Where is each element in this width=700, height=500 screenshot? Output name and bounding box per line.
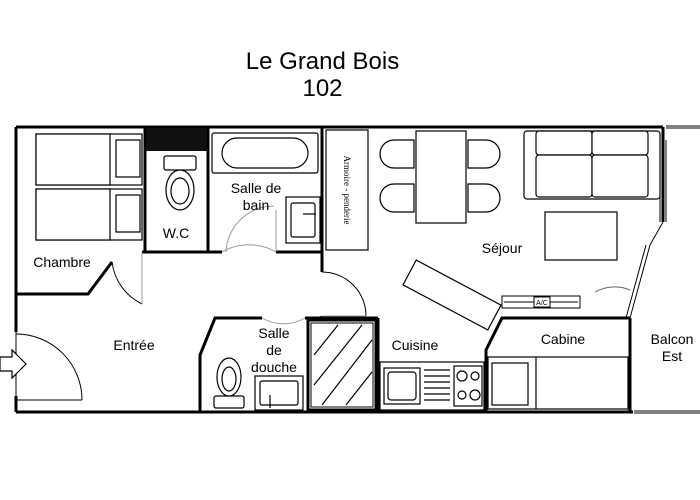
ac-unit: A/C [501,295,581,309]
sofa-bed [402,259,502,331]
label-salle-de-douche-2: de [266,342,282,358]
bed-bottom [35,188,143,241]
label-cuisine: Cuisine [392,337,439,353]
interior-walls [16,127,630,412]
washbasin-douche-icon [254,375,304,411]
exterior-walls [14,125,665,414]
sofa [523,130,661,200]
cabine-bunk [487,356,629,410]
label-sejour: Séjour [482,240,523,256]
label-salle-de-bain-2: bain [243,197,269,213]
label-entree: Entrée [113,337,154,353]
label-salle-de-douche-1: Salle [258,325,289,341]
entrance-arrow-icon [0,348,27,380]
bathtub-icon [211,132,319,174]
label-salle-de-douche-3: douche [251,359,297,375]
label-salle-de-bain-1: Salle de [231,180,282,196]
bed-top [35,133,143,186]
label-balcon-1: Balcon [651,331,694,347]
washbasin-bain-icon [285,196,321,244]
duct-block [146,128,207,151]
label-cabine: Cabine [541,331,586,347]
dining-table [379,130,501,224]
plan-title: Le Grand Bois [245,48,400,75]
door-swings [15,205,631,401]
armoire-penderie: Armoire - penderie [325,129,369,251]
shower-tray [306,318,378,412]
plan-number: 102 [302,75,343,102]
toilet-icon [163,155,197,211]
label-wc: W.C [163,225,189,241]
ac-label: A/C [536,300,548,307]
kitchen-counter [379,361,485,411]
toilet-douche-icon [213,357,245,409]
armoire-label: Armoire - penderie [342,156,352,225]
label-chambre: Chambre [33,254,91,270]
label-balcon-2: Est [662,348,682,364]
balcony-rail [634,125,700,414]
coffee-table [544,211,618,261]
